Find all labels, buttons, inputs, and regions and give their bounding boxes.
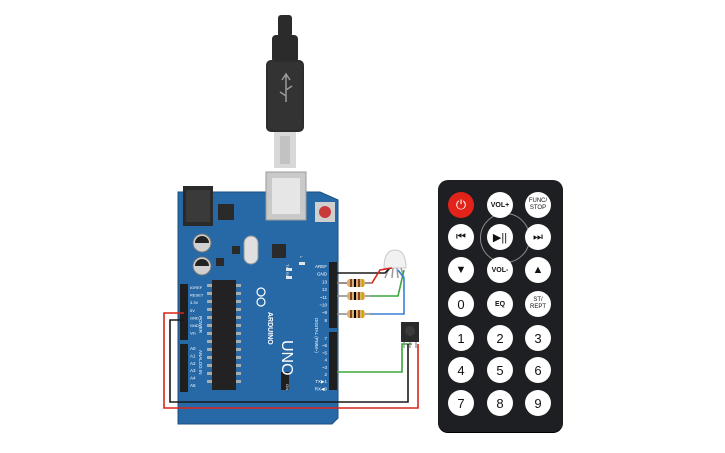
remote-button-7[interactable]: 7 — [448, 390, 474, 416]
analog-pin-label: A2 — [190, 361, 196, 366]
remote-button-5[interactable]: 5 — [487, 357, 513, 383]
led-label: RX — [285, 272, 289, 278]
remote-button-vol-up[interactable]: VOL+ — [487, 192, 513, 218]
wires — [163, 267, 419, 409]
remote-button-1[interactable]: 1 — [448, 325, 474, 351]
digital-pin-label: 4 — [324, 358, 327, 363]
power-pin-label: Vin — [190, 331, 196, 336]
remote-button-power[interactable]: ⏻ — [448, 192, 474, 218]
power-pin-label: IOREF — [190, 285, 203, 290]
power-pin-label: GND — [190, 315, 199, 320]
wire-green-11-led[interactable] — [370, 269, 405, 297]
wire-black-gnd-led[interactable] — [337, 267, 391, 274]
digital-pin-labels: AREF GND 13 12 ~11 ~10 ~9 8 7 ~6 ~5 4 ~3 2TX▶1RX◀0 — [315, 264, 328, 391]
remote-button-play-pause[interactable]: ▶|| — [487, 224, 513, 250]
rgb-led[interactable] — [383, 249, 407, 279]
digital-pin-label: 7 — [324, 336, 327, 341]
remote-button-vol-down[interactable]: VOL- — [487, 257, 513, 283]
remote-button-next[interactable]: ⏭ — [525, 224, 551, 250]
digital-pin-label: ~11 — [320, 295, 328, 300]
digital-pin-label: ~5 — [322, 350, 328, 355]
wire-red-5v-ir[interactable] — [163, 312, 419, 409]
remote-button-6[interactable]: 6 — [525, 357, 551, 383]
digital-pin-label: AREF — [315, 264, 327, 269]
remote-button-up[interactable]: ▲ — [525, 257, 551, 283]
analog-pin-label: A1 — [190, 353, 196, 358]
led-label: TX — [285, 264, 289, 269]
analog-title: ANALOG IN — [198, 350, 203, 375]
resistor-13[interactable] — [337, 279, 372, 287]
remote-button-4[interactable]: 4 — [448, 357, 474, 383]
digital-pin-label: TX▶1 — [315, 379, 327, 384]
digital-pin-label: ~6 — [322, 343, 328, 348]
power-pin-label: RESET — [190, 293, 204, 298]
led-labels: L TX RX — [285, 256, 303, 278]
digital-pin-label: ~9 — [322, 310, 328, 315]
digital-pin-label: GND — [317, 272, 328, 277]
power-pin-label: 3.3V — [190, 300, 199, 305]
remote-button-down[interactable]: ▼ — [448, 257, 474, 283]
board-model: UNO — [278, 340, 295, 376]
analog-pin-label: A5 — [190, 383, 196, 388]
wire-green-2-ir[interactable] — [337, 343, 412, 373]
power-pin-labels: IOREF RESET 3.3V 5V GND GND Vin — [190, 285, 204, 336]
digital-title: DIGITAL (PWM~) — [314, 318, 319, 353]
remote-button-st-rept[interactable]: ST/ REPT — [525, 291, 551, 317]
remote-button-func-stop[interactable]: FUNC/ STOP — [525, 192, 551, 218]
ir-receiver[interactable] — [401, 322, 419, 348]
on-label: ON — [285, 384, 290, 390]
wire-black-gnd-ir[interactable] — [169, 319, 409, 403]
analog-pin-label: A3 — [190, 368, 196, 373]
wire-blue-9-led[interactable] — [370, 269, 405, 315]
remote-button-prev[interactable]: ⏮ — [448, 224, 474, 250]
analog-pin-label: A0 — [190, 346, 196, 351]
board-brand: ARDUINO — [266, 312, 273, 345]
digital-pin-label: ~10 — [319, 303, 327, 308]
remote-button-2[interactable]: 2 — [487, 325, 513, 351]
led-label: L — [299, 256, 303, 258]
power-pin-label: GND — [190, 323, 199, 328]
remote-button-0[interactable]: 0 — [448, 291, 474, 317]
digital-pin-label: 13 — [322, 279, 328, 284]
remote-button-9[interactable]: 9 — [525, 390, 551, 416]
digital-pin-label: ~3 — [322, 365, 328, 370]
analog-pin-label: A4 — [190, 376, 196, 381]
digital-pin-label: 2 — [324, 372, 327, 377]
digital-pin-label: 8 — [324, 318, 327, 323]
usb-cable[interactable] — [266, 15, 304, 168]
remote-button-3[interactable]: 3 — [525, 325, 551, 351]
digital-pin-label: RX◀0 — [315, 386, 328, 391]
arduino-uno-board[interactable] — [177, 171, 339, 425]
power-pin-label: 5V — [190, 308, 195, 313]
remote-button-8[interactable]: 8 — [487, 390, 513, 416]
resistor-9[interactable] — [337, 310, 372, 318]
remote-button-eq[interactable]: EQ — [487, 291, 513, 317]
resistor-11[interactable] — [337, 292, 372, 300]
power-title: POWER — [198, 316, 203, 334]
digital-pin-label: 12 — [322, 287, 328, 292]
